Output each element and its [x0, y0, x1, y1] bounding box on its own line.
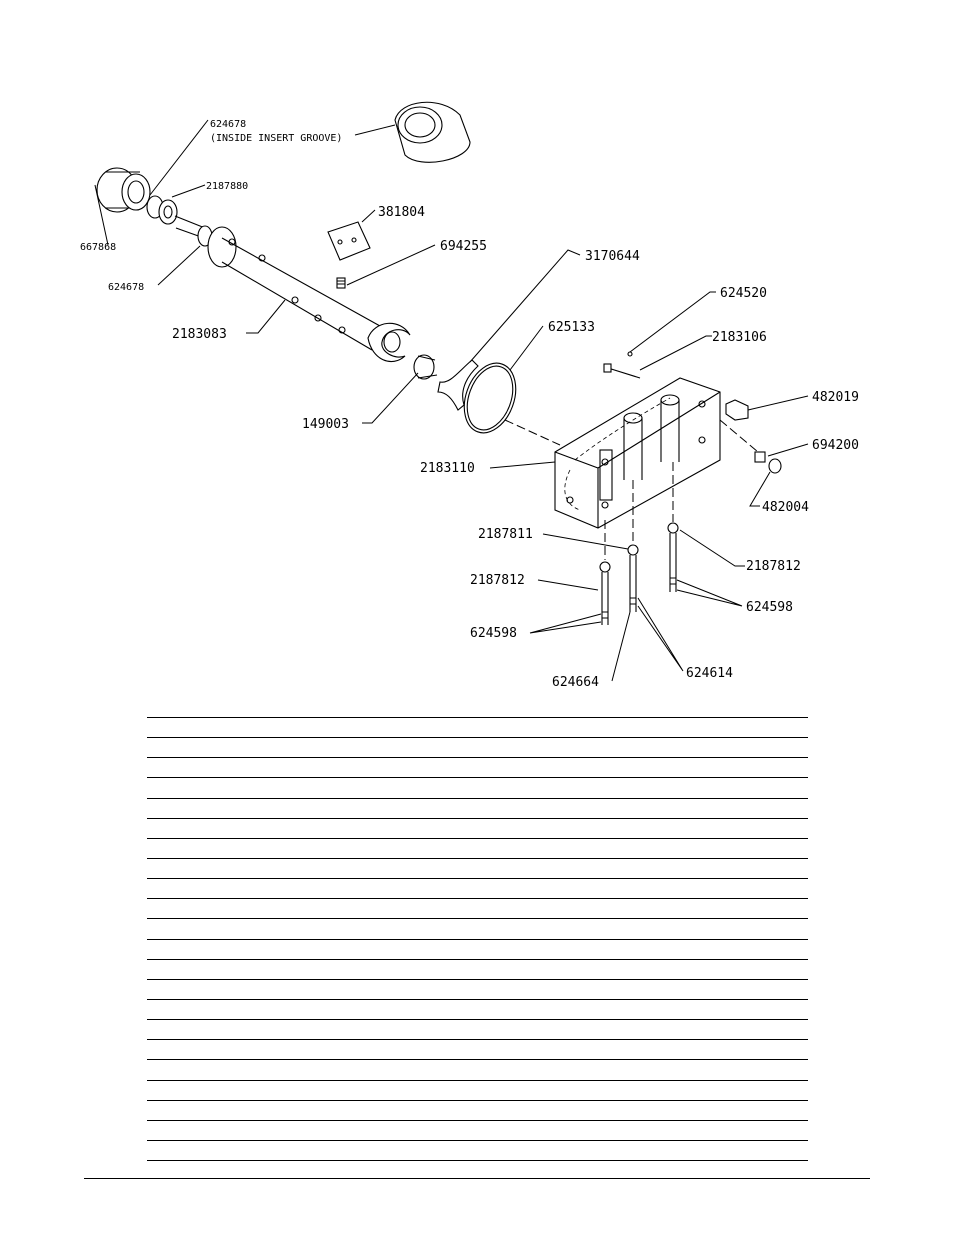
- door-spout-insert: [394, 101, 471, 163]
- label-3170644: 3170644: [585, 249, 640, 264]
- table-row: [147, 1019, 808, 1039]
- label-149003: 149003: [302, 417, 349, 432]
- label-624678-top: 624678: [210, 119, 246, 130]
- footer-rule: [84, 1178, 870, 1179]
- table-row: [147, 1059, 808, 1079]
- table-row: [147, 1119, 808, 1140]
- label-625133: 625133: [548, 320, 595, 335]
- scraper-3170644: [437, 359, 479, 411]
- pin-2183106: [603, 351, 641, 379]
- table-row: [147, 1039, 808, 1059]
- table-row: [147, 878, 808, 898]
- table-row: [147, 1139, 808, 1160]
- label-2187880: 2187880: [206, 181, 248, 192]
- label-2187812-left: 2187812: [470, 573, 525, 588]
- table-row: [147, 717, 808, 737]
- label-2183110: 2183110: [420, 461, 475, 476]
- label-2183083: 2183083: [172, 327, 227, 342]
- door-block-2183110: [554, 377, 721, 529]
- table-row: [147, 1099, 808, 1120]
- label-624664: 624664: [552, 675, 599, 690]
- cap-482004: [768, 458, 782, 474]
- table-row: [147, 898, 808, 918]
- draw-valve-right: [667, 522, 679, 592]
- table-row: [147, 1079, 808, 1100]
- label-624520: 624520: [720, 286, 767, 301]
- draw-valve-center: [627, 544, 639, 612]
- label-694255: 694255: [440, 239, 487, 254]
- shaft-2183083: [174, 215, 381, 351]
- label-624614: 624614: [686, 666, 733, 681]
- knob-482019: [725, 399, 749, 421]
- insert-groove-ring: [146, 195, 178, 225]
- table-row: [147, 857, 808, 878]
- label-482004: 482004: [762, 500, 809, 515]
- table-row: [147, 958, 808, 979]
- label-2183106: 2183106: [712, 330, 767, 345]
- spring-694200: [754, 451, 766, 463]
- table-row: [147, 1160, 808, 1162]
- table-row: [147, 737, 808, 757]
- table-row: [147, 777, 808, 797]
- label-694200: 694200: [812, 438, 859, 453]
- label-inside-insert-groove: (INSIDE INSERT GROOVE): [210, 133, 342, 144]
- parts-table: [147, 717, 808, 1162]
- auger-end: [367, 322, 411, 362]
- draw-valve-left: [599, 561, 611, 625]
- exploded-parts-diagram: 624678 (INSIDE INSERT GROOVE) 2187880 66…: [80, 101, 859, 690]
- bushing-149003: [413, 354, 438, 380]
- table-row: [147, 938, 808, 959]
- bearing-667868: [96, 167, 151, 213]
- shoe-381804: [327, 221, 371, 261]
- label-667868: 667868: [80, 242, 116, 253]
- label-624598-right: 624598: [746, 600, 793, 615]
- table-row: [147, 998, 808, 1019]
- o-ring-625133: [463, 362, 517, 434]
- table-row: [147, 817, 808, 838]
- table-row: [147, 757, 808, 777]
- table-row: [147, 797, 808, 818]
- table-row: [147, 978, 808, 999]
- label-2187812-right: 2187812: [746, 559, 801, 574]
- label-624678-bottom: 624678: [108, 282, 144, 293]
- label-624598-left: 624598: [470, 626, 517, 641]
- table-row: [147, 918, 808, 938]
- label-381804: 381804: [378, 205, 425, 220]
- label-482019: 482019: [812, 390, 859, 405]
- label-2187811: 2187811: [478, 527, 533, 542]
- table-row: [147, 837, 808, 858]
- spring-694255: [336, 277, 346, 289]
